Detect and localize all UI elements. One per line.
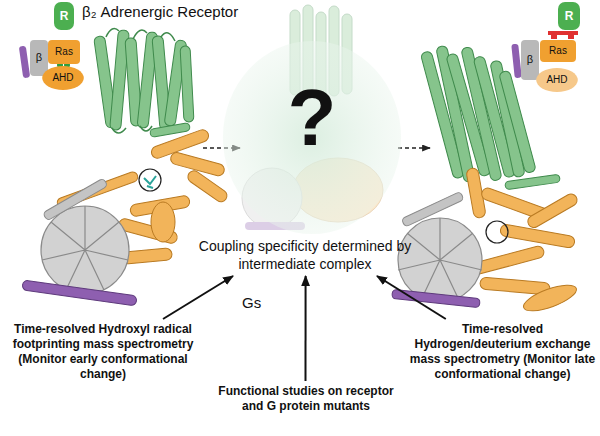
method-text: Time-resolved Hydrogen/deuterium exchang… [408, 322, 597, 382]
gbeta-cartoon: β [521, 40, 539, 80]
receptor-loops [106, 29, 175, 133]
receptor-name: β₂ Adrenergic Receptor [82, 3, 238, 20]
gamma-subunit [19, 46, 30, 79]
connector-arrow [163, 276, 233, 319]
method-text: Time-resolved Hydroxyl radical footprint… [3, 322, 203, 382]
contact-bar [568, 35, 574, 39]
ras-domain-cartoon: Ras [48, 40, 80, 64]
nucleotide [144, 176, 156, 188]
node-text: Time-resolved Hydrogen/deuterium exchang… [408, 322, 597, 382]
connector-arrow [305, 276, 307, 381]
node-text: AHD [52, 72, 73, 85]
method-text: Functional studies on receptor and G pro… [210, 384, 402, 414]
node-text: Ras [549, 45, 567, 58]
receptor-cartoon: R [558, 2, 580, 30]
node-text: ? [288, 78, 337, 158]
node-text: Time-resolved Hydroxyl radical footprint… [3, 322, 203, 382]
node-text: β [36, 51, 42, 65]
node-text: Coupling specificity determined by inter… [185, 238, 425, 273]
contact-bar [548, 31, 578, 35]
protein-name: Gs [242, 294, 261, 311]
gbeta-propeller [41, 178, 129, 294]
receptor-helices [420, 45, 560, 189]
ahd-cartoon: AHD [536, 68, 578, 92]
ras-domain-cartoon: Ras [540, 40, 576, 62]
nucleotide-site [486, 221, 508, 243]
receptor-helices [94, 30, 194, 138]
node-text: Functional studies on receptor and G pro… [210, 384, 402, 414]
receptor-cartoon: R [54, 2, 74, 30]
connector-arrow [377, 276, 446, 319]
conclusion-text: Coupling specificity determined by inter… [185, 238, 425, 273]
gbeta-cartoon: β [30, 40, 48, 76]
node-text: β [527, 53, 533, 67]
ahd-cartoon: AHD [42, 66, 84, 90]
node-text: AHD [546, 74, 567, 87]
node-text: R [565, 9, 574, 24]
galpha-subunit [465, 167, 580, 316]
contact-bar [551, 35, 557, 39]
nucleotide-site [139, 169, 161, 191]
intermediate-ellipse: ? [222, 40, 402, 235]
node-text: R [60, 9, 69, 24]
node-text: Ras [55, 46, 73, 59]
ggamma-helix [22, 280, 137, 306]
transition-arrow [398, 147, 430, 149]
ggamma-helix [392, 289, 480, 307]
